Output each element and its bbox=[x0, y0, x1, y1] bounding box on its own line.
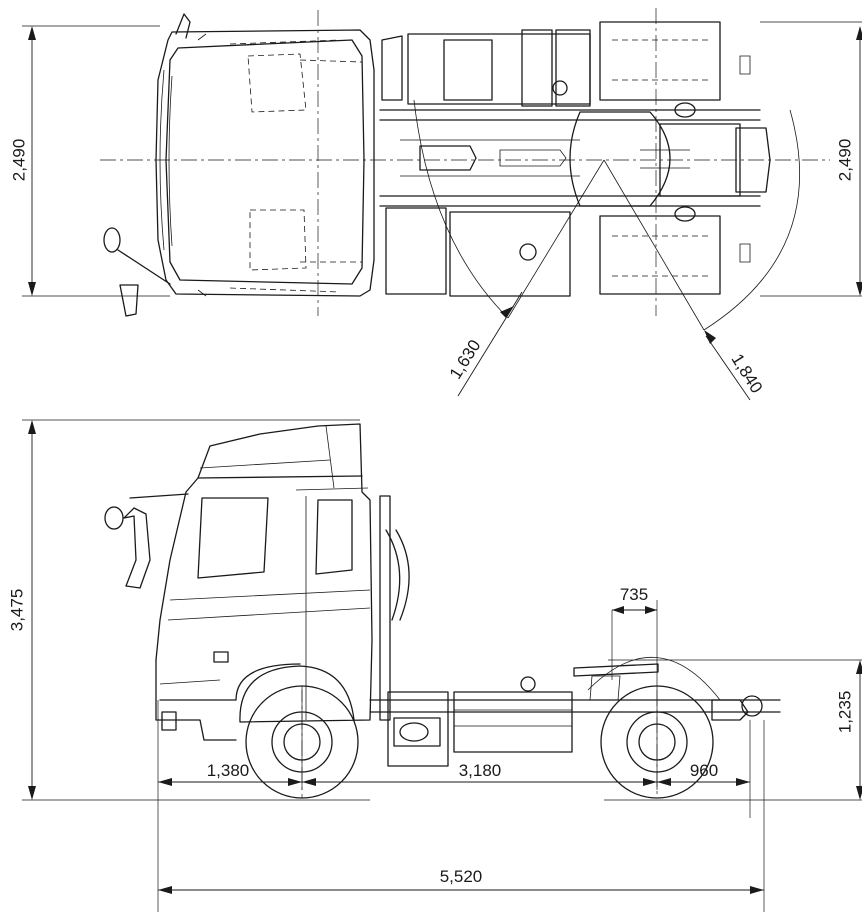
rear-overhang-dimension bbox=[657, 778, 750, 786]
width-dimension-right bbox=[856, 26, 862, 296]
fifth-wheel-offset-dimension bbox=[612, 606, 657, 614]
cab-side-outline bbox=[155, 423, 410, 741]
mirror-side bbox=[104, 493, 189, 589]
front-overhang-label: 1,380 bbox=[207, 761, 250, 780]
mirror-top-lower bbox=[103, 227, 171, 317]
length-extension-lines bbox=[157, 600, 765, 912]
chassis-top bbox=[379, 21, 771, 297]
axle-centerlines-side bbox=[301, 686, 658, 798]
fifth-wheel-height-dimension bbox=[856, 660, 862, 800]
mirror-top-upper bbox=[175, 13, 191, 39]
height-label: 3,475 bbox=[7, 589, 26, 632]
width-label-right: 2,490 bbox=[835, 139, 854, 182]
height-dimension bbox=[28, 420, 36, 800]
turn-radius-front bbox=[413, 99, 605, 397]
fifth-wheel-offset-label: 735 bbox=[620, 585, 648, 604]
top-view: 2,490 2,490 1,630 1,840 bbox=[9, 8, 862, 401]
width-extension-lines bbox=[22, 21, 862, 297]
turn-radius-rear bbox=[603, 109, 801, 401]
front-overhang-dimension bbox=[158, 778, 302, 786]
width-label-left: 2,490 bbox=[9, 139, 28, 182]
overall-length-dimension bbox=[158, 886, 764, 894]
axle-centerlines-top bbox=[317, 8, 657, 316]
turn-radius-front-label: 1,630 bbox=[446, 336, 485, 382]
fifth-wheel-height-label: 1,235 bbox=[835, 691, 854, 734]
width-dimension-left bbox=[28, 26, 36, 296]
wheelbase-dimension bbox=[302, 778, 657, 786]
cab-top-outline bbox=[155, 29, 375, 297]
overall-length-label: 5,520 bbox=[440, 867, 483, 886]
side-view: 3,475 735 1,235 1,380 3,180 960 bbox=[7, 419, 862, 912]
turn-radius-rear-label: 1,840 bbox=[728, 350, 767, 396]
wheelbase-label: 3,180 bbox=[459, 761, 502, 780]
chassis-side bbox=[369, 657, 781, 767]
rear-overhang-label: 960 bbox=[690, 761, 718, 780]
